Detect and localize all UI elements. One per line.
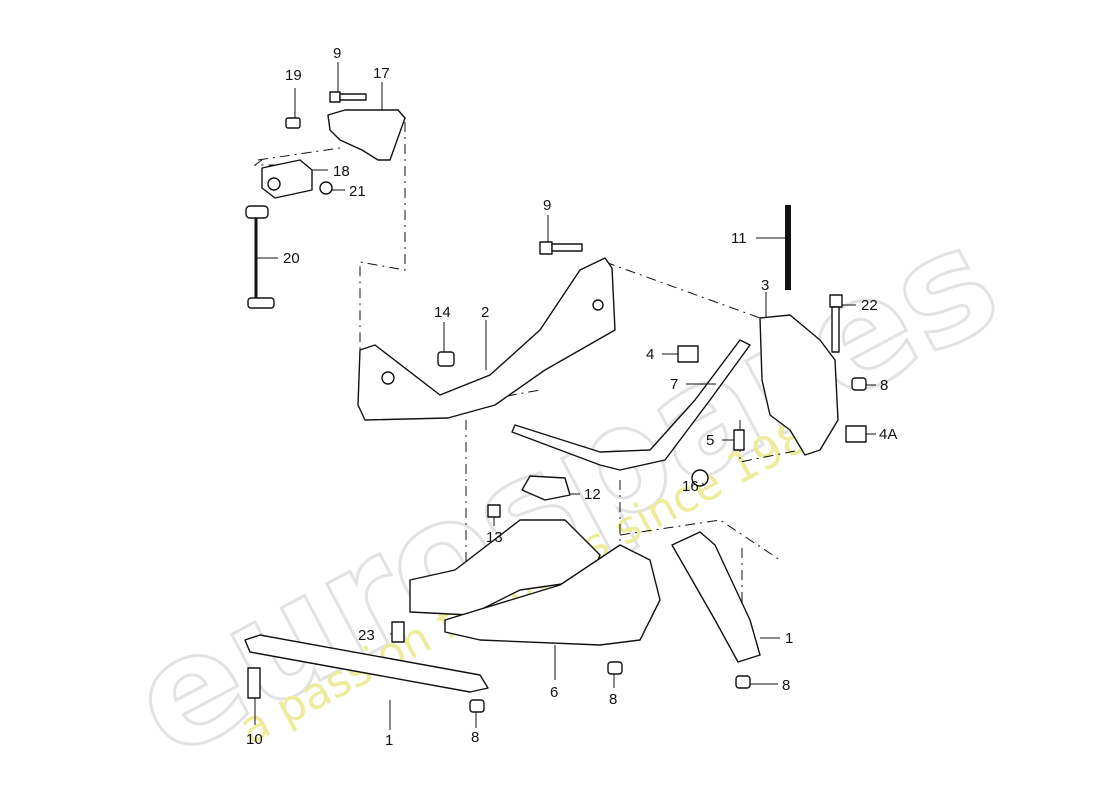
height-sensor-bracket <box>327 109 406 161</box>
callout-22: 22 <box>861 297 878 314</box>
leader-lines <box>254 62 876 730</box>
clip-4A <box>845 425 867 443</box>
bolt-9-mid <box>539 241 583 255</box>
nut-8 <box>735 675 751 689</box>
side-rail-right <box>671 531 761 663</box>
callout-10: 10 <box>246 731 263 748</box>
callout-2: 2 <box>481 304 489 321</box>
callout-8: 8 <box>471 729 479 746</box>
callout-7: 7 <box>670 376 678 393</box>
callout-19: 19 <box>285 67 302 84</box>
nut-8 <box>607 661 623 675</box>
callout-23: 23 <box>358 627 375 644</box>
clip-4 <box>677 345 699 363</box>
sensor-link-rod <box>245 205 275 309</box>
nut-8 <box>469 699 485 713</box>
crossmember-hole <box>381 371 395 385</box>
brace <box>511 339 751 471</box>
bolt-10 <box>247 667 261 699</box>
callout-labels: 1 1 2 3 4 4A 5 6 7 8 8 8 8 9 9 10 11 12 … <box>246 45 897 749</box>
height-sensor <box>261 159 313 199</box>
callout-20: 20 <box>283 250 300 267</box>
callout-18: 18 <box>333 163 350 180</box>
nut-21 <box>319 181 333 195</box>
callout-11: 11 <box>731 230 747 247</box>
callout-16: 16 <box>682 478 699 495</box>
crossmember <box>357 257 616 421</box>
bolt-13 <box>487 504 501 518</box>
callout-21: 21 <box>349 183 366 200</box>
nut-8 <box>851 377 867 391</box>
callout-14: 14 <box>434 304 451 321</box>
callout-4A: 4A <box>879 426 897 443</box>
bushing-14 <box>437 351 455 367</box>
callout-9: 9 <box>333 45 341 62</box>
bushing-16 <box>691 469 709 487</box>
bolt-5 <box>733 429 745 451</box>
callout-13: 13 <box>486 529 503 546</box>
callout-12: 12 <box>584 486 601 503</box>
pivot-bracket <box>759 314 839 456</box>
callout-4: 4 <box>646 346 654 363</box>
nut-19 <box>285 117 301 129</box>
callout-5: 5 <box>706 432 714 449</box>
callout-1: 1 <box>785 630 793 647</box>
callout-6: 6 <box>550 684 558 701</box>
underbody-plate <box>444 544 661 646</box>
callout-8: 8 <box>609 691 617 708</box>
bolt-23 <box>391 621 405 643</box>
callout-1: 1 <box>385 732 393 749</box>
bolt-22 <box>829 294 843 353</box>
bolt-9-top <box>329 91 367 103</box>
bracket-12 <box>521 475 571 501</box>
side-rail-lower <box>244 634 489 693</box>
callout-3: 3 <box>761 277 769 294</box>
callout-17: 17 <box>373 65 390 82</box>
callout-9: 9 <box>543 197 551 214</box>
callout-8: 8 <box>880 377 888 394</box>
callout-8: 8 <box>782 677 790 694</box>
